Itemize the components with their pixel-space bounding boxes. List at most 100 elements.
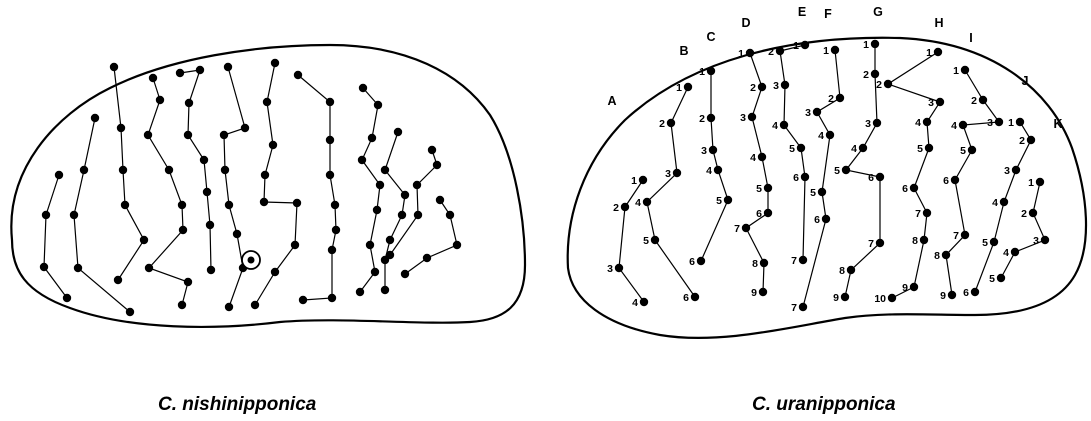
nishinipponica-point [251, 301, 259, 309]
nishinipponica-point [381, 286, 389, 294]
nishinipponica-diagram: C. nishinipponica [11, 45, 525, 415]
nishinipponica-point [207, 266, 215, 274]
uranipponica-point-number: 3 [701, 145, 707, 157]
uranipponica-point [742, 224, 750, 232]
uranipponica-point [764, 209, 772, 217]
uranipponica-point [780, 121, 788, 129]
uranipponica-point [888, 294, 896, 302]
uranipponica-row-label: H [934, 16, 943, 30]
uranipponica-point [707, 67, 715, 75]
nishinipponica-point [358, 156, 366, 164]
uranipponica-row-label: I [969, 31, 972, 45]
uranipponica-point [920, 236, 928, 244]
uranipponica-point [764, 184, 772, 192]
uranipponica-point-number: 6 [756, 208, 762, 220]
nishinipponica-point [401, 270, 409, 278]
nishinipponica-point [293, 199, 301, 207]
nishinipponica-point [328, 294, 336, 302]
nishinipponica-point [156, 96, 164, 104]
uranipponica-point-number: 4 [818, 130, 824, 142]
uranipponica-point-number: 8 [912, 235, 918, 247]
uranipponica-point [758, 83, 766, 91]
uranipponica-point-number: 8 [752, 258, 758, 270]
uranipponica-diagram: 1234123456123456123456789123456712345671… [568, 5, 1086, 415]
nishinipponica-point [269, 141, 277, 149]
uranipponica-point [859, 144, 867, 152]
uranipponica-point [621, 203, 629, 211]
uranipponica-point [640, 298, 648, 306]
nishinipponica-point [291, 241, 299, 249]
nishinipponica-point [42, 211, 50, 219]
uranipponica-point-number: 1 [1008, 117, 1014, 129]
nishinipponica-point [359, 84, 367, 92]
nishinipponica-point [366, 241, 374, 249]
uranipponica-point [615, 264, 623, 272]
nishinipponica-point [40, 263, 48, 271]
uranipponica-point-number: 5 [982, 237, 988, 249]
uranipponica-point [759, 288, 767, 296]
uranipponica-point-number: 6 [689, 256, 695, 268]
uranipponica-caption: C. uranipponica [752, 394, 896, 415]
uranipponica-point-number: 10 [874, 293, 886, 305]
uranipponica-point [799, 303, 807, 311]
uranipponica-row-label: F [824, 7, 832, 21]
uranipponica-point-number: 3 [1004, 165, 1010, 177]
uranipponica-point [923, 118, 931, 126]
uranipponica-point-number: 4 [951, 120, 957, 132]
uranipponica-point-number: 9 [833, 292, 839, 304]
uranipponica-point-number: 9 [751, 287, 757, 299]
uranipponica-row-label: A [607, 94, 616, 108]
nishinipponica-point [145, 264, 153, 272]
nishinipponica-point [446, 211, 454, 219]
uranipponica-point-number: 9 [940, 290, 946, 302]
nishinipponica-caption: C. nishinipponica [158, 394, 317, 415]
uranipponica-point-number: 9 [902, 282, 908, 294]
nishinipponica-point [70, 211, 78, 219]
uranipponica-point [643, 198, 651, 206]
uranipponica-point-number: 8 [934, 250, 940, 262]
uranipponica-body-outline [568, 38, 1086, 338]
nishinipponica-point [326, 136, 334, 144]
nishinipponica-point [80, 166, 88, 174]
uranipponica-point-number: 2 [1019, 135, 1025, 147]
uranipponica-point-number: 3 [665, 168, 671, 180]
uranipponica-point [871, 40, 879, 48]
uranipponica-point-number: 5 [810, 187, 816, 199]
uranipponica-point [1012, 166, 1020, 174]
nishinipponica-point [371, 268, 379, 276]
uranipponica-point-number: 5 [989, 273, 995, 285]
uranipponica-point-number: 1 [953, 65, 959, 77]
uranipponica-point [801, 173, 809, 181]
uranipponica-point-number: 6 [683, 292, 689, 304]
nishinipponica-point [114, 276, 122, 284]
uranipponica-point-number: 1 [926, 47, 932, 59]
uranipponica-point-number: 3 [805, 107, 811, 119]
uranipponica-point [923, 209, 931, 217]
nishinipponica-point [117, 124, 125, 132]
nishinipponica-point [203, 188, 211, 196]
uranipponica-point [968, 146, 976, 154]
uranipponica-point [1011, 248, 1019, 256]
uranipponica-point-number: 1 [1028, 177, 1034, 189]
uranipponica-point-number: 3 [1033, 235, 1039, 247]
uranipponica-point-number: 4 [992, 197, 998, 209]
uranipponica-point-number: 3 [987, 117, 993, 129]
nishinipponica-point [206, 221, 214, 229]
nishinipponica-point [149, 74, 157, 82]
nishinipponica-point [326, 98, 334, 106]
uranipponica-row-label: E [798, 5, 806, 19]
nishinipponica-point [381, 166, 389, 174]
uranipponica-point [776, 47, 784, 55]
nishinipponica-point [386, 251, 394, 259]
nishinipponica-point [126, 308, 134, 316]
uranipponica-point-number: 2 [659, 118, 665, 130]
nishinipponica-point [271, 268, 279, 276]
nishinipponica-point [299, 296, 307, 304]
uranipponica-point-number: 1 [793, 40, 799, 52]
uranipponica-point-number: 8 [839, 265, 845, 277]
uranipponica-point [951, 176, 959, 184]
uranipponica-point [781, 81, 789, 89]
nishinipponica-point [178, 201, 186, 209]
nishinipponica-point [121, 201, 129, 209]
nishinipponica-point [331, 201, 339, 209]
